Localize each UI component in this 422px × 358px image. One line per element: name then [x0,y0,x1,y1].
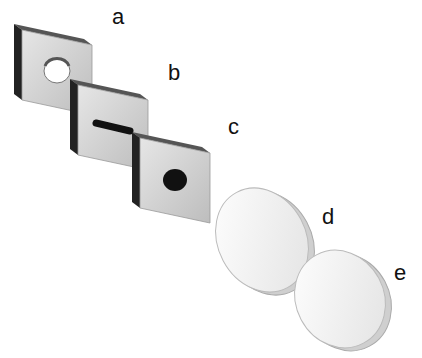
pinhole-plate [132,132,210,223]
part-label: b [168,62,180,84]
part-label: c [228,116,239,138]
part-label: a [112,6,124,28]
part-label: e [394,262,406,284]
part-label: d [322,206,334,228]
lens-disc [278,234,409,358]
